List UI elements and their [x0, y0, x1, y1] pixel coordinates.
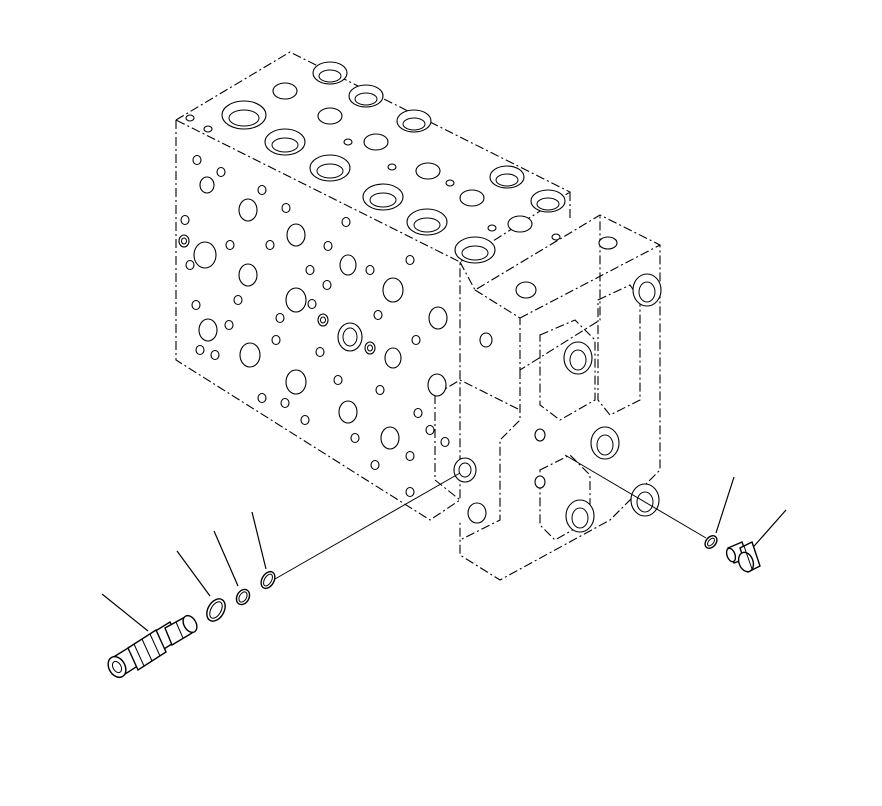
small-hole — [265, 239, 275, 251]
backup-ring — [206, 598, 226, 622]
callout-leader-plug-o-ring — [715, 476, 735, 534]
small-hole — [185, 259, 195, 271]
small-hole — [257, 392, 267, 404]
small-hole — [192, 154, 202, 166]
small-hole — [425, 424, 435, 436]
small-hole — [405, 486, 415, 498]
small-hole — [210, 349, 220, 361]
small-hole — [405, 254, 415, 266]
callout-leader-o-ring-small — [213, 530, 239, 587]
plug — [725, 541, 761, 573]
small-hole — [257, 184, 267, 196]
o-ring-small — [235, 588, 251, 606]
o-ring — [260, 570, 276, 590]
small-hole — [271, 334, 281, 346]
left-face-holes — [178, 154, 450, 498]
small-hole — [307, 298, 317, 310]
relief-valve-cartridge — [107, 614, 198, 679]
small-hole — [300, 414, 310, 426]
callout-leader-plug — [747, 509, 787, 554]
small-hole — [413, 407, 423, 419]
small-hole — [411, 334, 421, 346]
small-hole — [233, 294, 243, 306]
small-hole — [191, 299, 201, 311]
small-hole — [341, 216, 351, 228]
small-hole — [375, 384, 385, 396]
small-hole — [373, 309, 383, 321]
small-hole — [195, 344, 205, 356]
small-hole — [280, 397, 290, 409]
callout-leader-relief-valve — [101, 593, 149, 632]
small-hole — [350, 432, 360, 444]
plug-o-ring — [704, 535, 718, 549]
small-hole — [305, 264, 315, 276]
small-hole — [322, 279, 332, 291]
small-hole — [323, 240, 333, 252]
small-hole — [281, 202, 291, 214]
small-hole — [370, 459, 380, 471]
small-hole — [180, 214, 190, 226]
small-hole — [216, 166, 226, 178]
small-hole — [225, 239, 235, 251]
callout-leader-backup-ring — [176, 550, 211, 597]
small-hole — [365, 264, 375, 276]
small-hole — [275, 312, 285, 324]
right-block-ports — [453, 236, 662, 533]
small-hole — [315, 346, 325, 358]
small-hole — [224, 319, 234, 331]
assembly-lines — [274, 454, 707, 580]
callout-leader-o-ring — [251, 511, 267, 570]
small-hole — [440, 436, 450, 448]
top-face-ports — [185, 61, 566, 264]
callout-leaders — [101, 476, 787, 632]
small-hole — [333, 374, 343, 386]
small-hole — [405, 450, 415, 462]
